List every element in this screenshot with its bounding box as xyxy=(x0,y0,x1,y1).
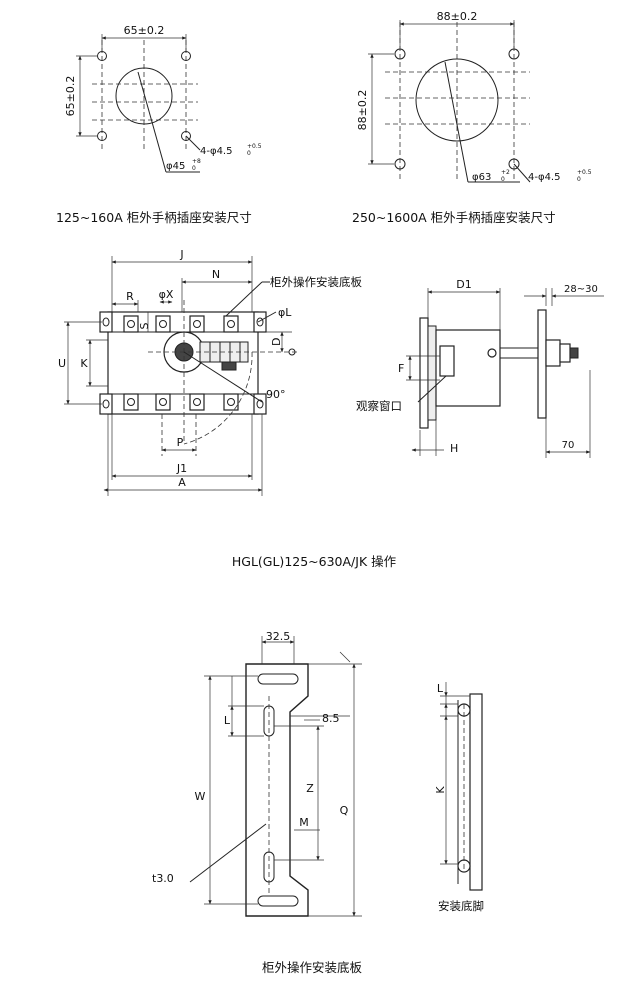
terminal xyxy=(223,393,239,411)
terminal xyxy=(155,315,171,333)
terminal xyxy=(123,393,139,411)
terminal xyxy=(155,393,171,411)
mounting-foot-drawing xyxy=(440,682,483,891)
annotation-observation-window: 观察窗口 xyxy=(356,399,402,413)
label-S: S xyxy=(138,322,151,329)
mount-ear xyxy=(253,311,267,333)
label-28-30: 28~30 xyxy=(564,284,598,295)
label-L-foot: L xyxy=(437,682,444,695)
mount-hole xyxy=(508,48,520,60)
caption-hgl-operation: HGL(GL)125~630A/JK 操作 xyxy=(232,554,397,569)
annotation-mounting-plate: 柜外操作安装底板 xyxy=(270,275,362,289)
hole-label-4-phi45: 4-φ4.5 xyxy=(200,146,232,157)
cabinet-door xyxy=(537,309,547,419)
label-M: M xyxy=(299,816,309,829)
terminal xyxy=(189,393,205,411)
hole-label-4-phi45: 4-φ4.5 xyxy=(528,172,560,183)
hole-tolerance: +0.5 xyxy=(247,143,262,150)
label-K-foot: K xyxy=(434,786,447,794)
hole-tolerance-lower: 0 xyxy=(577,176,581,183)
center-label-phi63: φ63 xyxy=(472,172,491,183)
external-handle-knob xyxy=(569,347,579,359)
mount-hole xyxy=(181,131,191,141)
terminal xyxy=(223,315,239,333)
mount-hole xyxy=(508,158,520,170)
label-D1: D1 xyxy=(456,278,471,291)
label-A: A xyxy=(178,476,186,489)
label-32-5: 32.5 xyxy=(266,630,291,643)
hole-tolerance: +0.5 xyxy=(577,169,592,176)
label-D: D xyxy=(270,338,283,346)
label-Q: Q xyxy=(340,804,349,817)
label-phiL: φL xyxy=(278,306,292,319)
foot-bar xyxy=(469,693,483,891)
side-flange xyxy=(419,317,429,429)
dim-65-horizontal: 65±0.2 xyxy=(124,24,165,37)
plate-slot-top xyxy=(257,673,299,685)
caption-mounting-foot: 安装底脚 xyxy=(438,899,484,913)
label-phiX: φX xyxy=(159,288,174,301)
label-8-5: 8.5 xyxy=(322,712,340,725)
label-J1: J1 xyxy=(176,462,187,475)
label-angle-90: 90° xyxy=(266,388,286,401)
label-U: U xyxy=(58,357,66,370)
center-tolerance-lower: 0 xyxy=(192,165,196,172)
mount-hole xyxy=(394,158,406,170)
label-N: N xyxy=(212,268,220,281)
dim-65-vertical: 65±0.2 xyxy=(64,76,77,117)
label-H: H xyxy=(450,442,458,455)
socket-drawing-125-160a xyxy=(76,34,201,173)
center-tolerance: +2 xyxy=(501,169,510,176)
caption-250-1600a: 250~1600A 柜外手柄插座安装尺寸 xyxy=(352,210,556,225)
hole-tolerance-lower: 0 xyxy=(247,150,251,157)
label-W: W xyxy=(195,790,206,803)
label-F: F xyxy=(398,362,404,375)
mount-ear xyxy=(253,393,267,415)
plate-slot-bottom xyxy=(257,895,299,907)
center-tolerance: +8 xyxy=(192,158,201,165)
label-R: R xyxy=(126,290,134,303)
caption-mounting-plate: 柜外操作安装底板 xyxy=(262,960,363,975)
dim-88-vertical: 88±0.2 xyxy=(356,90,369,131)
label-J: J xyxy=(179,248,183,261)
caption-125-160a: 125~160A 柜外手柄插座安装尺寸 xyxy=(56,210,252,225)
label-K: K xyxy=(80,357,88,370)
center-label-phi45: φ45 xyxy=(166,161,185,172)
label-P: P xyxy=(177,436,184,449)
label-L-plate: L xyxy=(224,714,231,727)
switch-front-view xyxy=(64,256,300,496)
mounting-plate-drawing xyxy=(189,636,362,917)
center-tolerance-lower: 0 xyxy=(501,176,505,183)
switch-side-view xyxy=(406,288,604,458)
socket-drawing-250-1600a xyxy=(368,20,531,183)
label-70: 70 xyxy=(562,440,575,451)
mount-hole xyxy=(394,48,406,60)
center-cutout-45 xyxy=(115,67,173,125)
label-t3: t3.0 xyxy=(152,872,174,885)
dim-88-horizontal: 88±0.2 xyxy=(437,10,478,23)
center-cutout-63 xyxy=(415,58,499,142)
terminal xyxy=(123,315,139,333)
external-handle-base xyxy=(545,339,561,367)
plate-outline xyxy=(245,663,309,917)
terminal xyxy=(189,315,205,333)
label-Z: Z xyxy=(306,782,314,795)
